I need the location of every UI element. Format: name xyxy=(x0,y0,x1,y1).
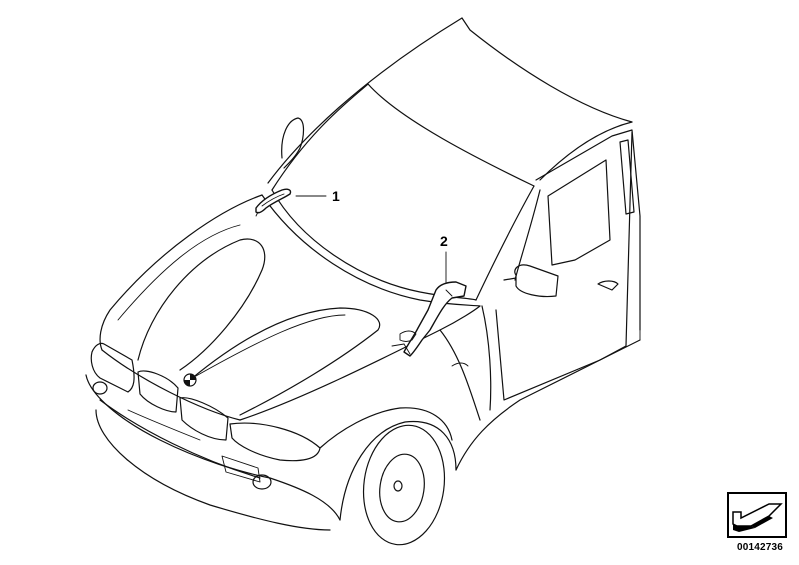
reference-box xyxy=(727,492,787,538)
callout-2-label: 2 xyxy=(440,233,448,249)
rear-mirror-outline xyxy=(281,117,305,169)
roof-windshield-outline xyxy=(261,17,633,307)
hood-outline xyxy=(99,194,481,421)
part-2-wiring-harness xyxy=(391,281,467,357)
callout-1-label: 1 xyxy=(332,188,340,204)
part-1-wiring-harness xyxy=(255,188,292,217)
callout-2: 2 xyxy=(440,233,448,283)
front-grille-outline xyxy=(85,342,341,531)
roundel-emblem-icon xyxy=(183,373,197,387)
next-page-arrow-icon xyxy=(732,503,783,532)
callout-1: 1 xyxy=(295,188,340,204)
side-body-outline xyxy=(319,129,641,546)
document-number: 00142736 xyxy=(736,542,784,553)
